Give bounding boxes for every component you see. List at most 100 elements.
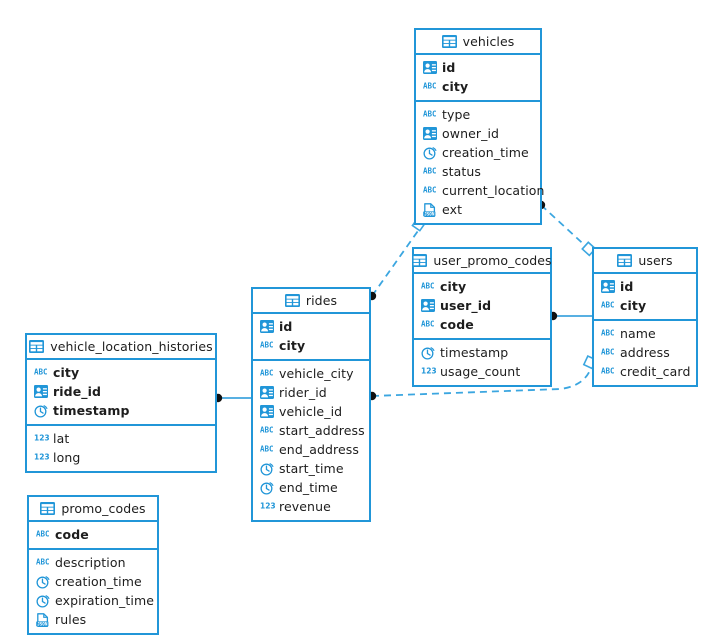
field-rides-start_time[interactable]: start_time [253, 459, 369, 478]
field-label: description [55, 555, 126, 570]
abc-text-icon: ABC [260, 367, 274, 381]
table-header-user_promo_codes[interactable]: user_promo_codes [412, 249, 552, 274]
clock-icon [260, 481, 274, 495]
fields-section-promo_codes: ABC description creation_time expiration_ti… [29, 550, 157, 633]
table-name-users: users [638, 253, 673, 268]
id-card-icon [421, 298, 435, 313]
field-users-id[interactable]: id [594, 277, 696, 296]
field-rides-vehicle_id[interactable]: vehicle_id [253, 402, 369, 421]
field-label: city [620, 298, 647, 313]
table-header-rides[interactable]: rides [253, 289, 369, 314]
table-grid-icon [40, 502, 56, 515]
abc-text-icon: ABC [421, 318, 435, 332]
clock-icon [36, 594, 50, 608]
field-vehicles-id[interactable]: id [416, 58, 540, 77]
abc-text-icon: ABC [34, 366, 48, 380]
id-card-icon [260, 385, 274, 400]
field-vehicle_location_histories-city[interactable]: ABC city [27, 363, 215, 382]
field-vehicles-owner_id[interactable]: owner_id [416, 124, 540, 143]
fields-section-user_promo_codes: timestamp 123 usage_count [414, 340, 550, 385]
field-vehicle_location_histories-ride_id[interactable]: ride_id [27, 382, 215, 401]
field-label: city [279, 338, 306, 353]
abc-text-icon: ABC [423, 80, 437, 94]
field-promo_codes-creation_time[interactable]: creation_time [29, 572, 157, 591]
field-label: city [53, 365, 80, 380]
relationship-vehicle-location-histories-to-rides[interactable] [213, 393, 251, 403]
123-number-icon: 123 [421, 365, 436, 379]
field-user_promo_codes-usage_count[interactable]: 123 usage_count [414, 362, 550, 381]
field-label: creation_time [55, 574, 142, 589]
svg-text:ABC: ABC [423, 109, 437, 118]
field-vehicles-city[interactable]: ABC city [416, 77, 540, 96]
field-label: ride_id [53, 384, 102, 399]
abc-text-icon: ABC [36, 556, 50, 570]
svg-text:ABC: ABC [421, 319, 435, 328]
svg-text:JSON: JSON [424, 211, 435, 216]
field-label: city [442, 79, 469, 94]
clock-icon [36, 575, 50, 589]
clock-icon [34, 404, 48, 418]
field-rides-id[interactable]: id [253, 317, 369, 336]
field-rides-city[interactable]: ABC city [253, 336, 369, 355]
id-card-icon [34, 384, 48, 399]
abc-text-icon: ABC [36, 528, 50, 542]
table-header-users[interactable]: users [594, 249, 696, 274]
table-header-promo_codes[interactable]: promo_codes [29, 497, 157, 522]
field-label: start_address [279, 423, 365, 438]
svg-text:123: 123 [260, 501, 275, 510]
table-grid-icon [617, 254, 633, 267]
field-label: usage_count [440, 364, 521, 379]
field-promo_codes-description[interactable]: ABC description [29, 553, 157, 572]
id-card-icon [601, 279, 615, 294]
table-name-rides: rides [305, 293, 338, 308]
field-label: revenue [279, 499, 331, 514]
table-header-vehicle_location_histories[interactable]: vehicle_location_histories [27, 335, 215, 360]
abc-text-icon: ABC [421, 280, 435, 294]
field-vehicle_location_histories-timestamp[interactable]: timestamp [27, 401, 215, 420]
field-vehicles-ext[interactable]: JSON ext [416, 200, 540, 219]
id-card-icon [260, 404, 274, 419]
table-grid-icon [412, 254, 428, 267]
field-label: id [279, 319, 293, 334]
field-vehicles-creation_time[interactable]: creation_time [416, 143, 540, 162]
field-rides-revenue[interactable]: 123 revenue [253, 497, 369, 516]
123-number-icon: 123 [34, 451, 49, 465]
field-user_promo_codes-user_id[interactable]: user_id [414, 296, 550, 315]
abc-text-icon: ABC [601, 346, 615, 360]
svg-text:ABC: ABC [601, 347, 615, 356]
field-rides-rider_id[interactable]: rider_id [253, 383, 369, 402]
field-user_promo_codes-timestamp[interactable]: timestamp [414, 343, 550, 362]
field-label: ext [442, 202, 463, 217]
svg-text:JSON: JSON [37, 621, 48, 626]
field-rides-end_time[interactable]: end_time [253, 478, 369, 497]
svg-text:ABC: ABC [260, 340, 274, 349]
field-promo_codes-expiration_time[interactable]: expiration_time [29, 591, 157, 610]
table-header-vehicles[interactable]: vehicles [416, 30, 540, 55]
field-label: name [620, 326, 656, 341]
relationship-user-promo-codes-to-users[interactable] [548, 311, 592, 321]
svg-text:ABC: ABC [260, 444, 274, 453]
